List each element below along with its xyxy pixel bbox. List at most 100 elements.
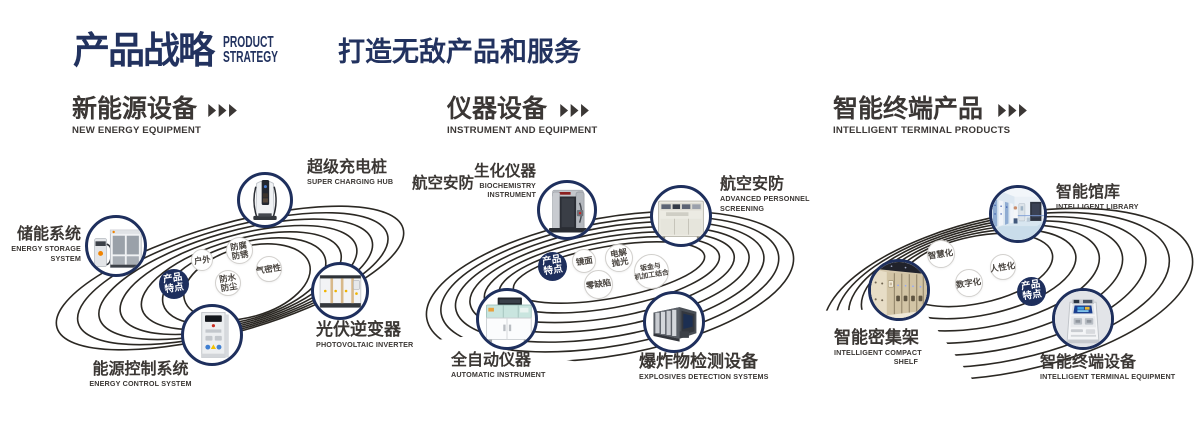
- section-subtitle-intelligent: INTELLIGENT TERMINAL PRODUCTS: [833, 125, 1011, 136]
- bubble-mirror[interactable]: 镜面: [572, 249, 596, 273]
- label-zh: 光伏逆变器: [316, 320, 401, 339]
- feature-line2: 特点: [164, 281, 186, 296]
- section-header-intelligent: 智能终端产品 INTELLIGENT TERMINAL PRODUCTS: [833, 97, 1028, 136]
- automatic-instrument-image: [486, 297, 532, 343]
- bubble-text: 数字化: [955, 275, 983, 290]
- terminal-equipment-image: [1055, 291, 1111, 347]
- page-subtitle: PRODUCT STRATEGY: [223, 34, 278, 66]
- section-subtitle-new-energy: NEW ENERGY EQUIPMENT: [72, 125, 202, 136]
- feature-line2: 特点: [542, 264, 564, 278]
- label-zh: 爆炸物检测设备: [639, 352, 758, 371]
- label-zh: 智能密集架: [834, 328, 919, 347]
- pv-inverter-image: [319, 274, 362, 308]
- label-en1: SUPER CHARGING HUB: [307, 177, 394, 187]
- super-charging-image: [253, 180, 277, 220]
- label-en1: INTELLIGENT LIBRARY: [1056, 203, 1139, 212]
- label-en1: ENERGY STORAGE: [11, 244, 81, 254]
- label-zh: 超级充电桩: [307, 159, 388, 176]
- label-energy-control: 能源控制系统 ENERGY CONTROL SYSTEM: [68, 361, 213, 389]
- label-zh: 储能系统: [16, 226, 81, 243]
- product-circle-explosives-detection[interactable]: [643, 291, 705, 353]
- label-automatic-instrument: 全自动仪器 AUTOMATIC INSTRUMENT: [451, 352, 546, 380]
- label-en1: ADVANCED PERSONNEL: [720, 194, 810, 204]
- bubble-text: 气密性: [255, 261, 283, 276]
- label-zh: 航空安防: [720, 176, 785, 193]
- label-en1: EXPLOSIVES DETECTION SYSTEMS: [639, 371, 769, 381]
- label-en2: SHELF: [893, 357, 918, 367]
- bubble-text: 零缺陷: [585, 277, 612, 291]
- product-circle-compact-shelf[interactable]: [868, 259, 930, 321]
- label-en1: PHOTOVOLTAIC INVERTER: [316, 339, 414, 349]
- product-circle-intelligent-library[interactable]: [989, 185, 1047, 243]
- feature-circle-new-energy[interactable]: 产品 特点: [159, 269, 189, 299]
- label-pv-inverter: 光伏逆变器 PHOTOVOLTAIC INVERTER: [316, 320, 413, 349]
- section-header-instrument: 仪器设备 INSTRUMENT AND EQUIPMENT: [447, 95, 597, 137]
- label-en2: SCREENING: [720, 204, 765, 214]
- page-slogan: 打造无敌产品和服务: [338, 37, 581, 67]
- intelligent-library-image: [992, 188, 1044, 240]
- product-circle-pv-inverter[interactable]: [311, 262, 369, 320]
- bubble-sheet-metal[interactable]: 钣金与 机加工结合: [633, 254, 670, 289]
- page-subtitle-line1: PRODUCT: [223, 34, 274, 51]
- label-aviation-security-left: 航空安防: [412, 175, 474, 193]
- security-gate-image: [549, 189, 587, 233]
- triple-arrow-icon: [560, 104, 590, 117]
- label-en1: INTELLIGENT TERMINAL EQUIPMENT: [1040, 372, 1176, 382]
- bubble-text: 智慧化: [927, 246, 955, 261]
- feature-text: 产品 特点: [1020, 279, 1043, 303]
- feature-text: 产品 特点: [541, 254, 564, 278]
- product-circle-energy-control[interactable]: [181, 304, 243, 366]
- section-title-instrument: 仪器设备: [447, 95, 548, 123]
- label-zh: 生化仪器: [473, 163, 536, 180]
- compact-shelf-image: [871, 262, 927, 318]
- section-title-new-energy: 新能源设备: [72, 95, 198, 123]
- bubble-anticorrosion[interactable]: 防腐 防锈: [226, 237, 253, 264]
- bubble-text-lines: 防腐 防锈: [230, 239, 250, 261]
- page-subtitle-line2: STRATEGY: [223, 48, 278, 66]
- bubble-waterproof[interactable]: 防水 防尘: [215, 270, 241, 296]
- feature-circle-instrument[interactable]: 产品 特点: [538, 252, 567, 281]
- bubble-line2: 防尘: [219, 280, 238, 294]
- bubble-line2: 抛光: [610, 255, 629, 269]
- label-explosives-detection: 爆炸物检测设备 EXPLOSIVES DETECTION SYSTEMS: [639, 352, 769, 381]
- bubble-zero-defect[interactable]: 零缺陷: [584, 270, 613, 299]
- feature-line2: 特点: [1021, 289, 1043, 303]
- explosives-detection-image: [653, 307, 697, 342]
- label-en1: ENERGY CONTROL SYSTEM: [89, 379, 192, 389]
- page-title: 产品战略: [73, 30, 215, 71]
- feature-text: 产品 特点: [163, 271, 186, 296]
- product-circle-energy-storage[interactable]: [85, 215, 147, 277]
- product-circle-automatic-instrument[interactable]: [476, 288, 538, 350]
- label-en2: INSTRUMENT: [487, 190, 536, 200]
- label-zh: 智能馆库: [1056, 184, 1121, 201]
- bubble-airtight[interactable]: 气密性: [256, 256, 282, 282]
- label-zh: 航空安防: [412, 175, 475, 192]
- feature-circle-intelligent[interactable]: 产品 特点: [1017, 277, 1046, 306]
- bubble-smart[interactable]: 智慧化: [927, 240, 955, 268]
- bubble-text: 镜面: [574, 254, 593, 267]
- label-personnel-screening: 航空安防 ADVANCED PERSONNEL SCREENING: [720, 176, 810, 214]
- bubble-text-lines: 防水 防尘: [218, 272, 238, 294]
- bubble-text-lines: 钣金与 机加工结合: [633, 261, 669, 281]
- triple-arrow-icon: [208, 104, 238, 117]
- personnel-screening-image: [658, 200, 704, 240]
- bubble-electropolish[interactable]: 电解 抛光: [605, 244, 633, 272]
- bubble-line2: 防锈: [231, 248, 250, 261]
- label-zh: 智能终端设备: [1040, 354, 1137, 371]
- bubble-outdoor[interactable]: 户外: [191, 249, 213, 271]
- triple-arrow-icon: [998, 104, 1028, 117]
- bubble-text: 人性化: [989, 259, 1017, 274]
- label-compact-shelf: 智能密集架 INTELLIGENT COMPACT SHELF: [834, 328, 922, 367]
- product-circle-super-charging[interactable]: [237, 172, 293, 228]
- section-title-intelligent: 智能终端产品: [833, 95, 984, 123]
- product-circle-security-gate[interactable]: [537, 180, 597, 240]
- bubble-text: 户外: [192, 253, 211, 266]
- bubble-digital[interactable]: 数字化: [955, 269, 983, 297]
- product-circle-terminal-equipment[interactable]: [1052, 288, 1114, 350]
- label-zh: 能源控制系统: [92, 361, 189, 378]
- product-circle-personnel-screening[interactable]: [650, 185, 712, 247]
- bubble-humanized[interactable]: 人性化: [990, 254, 1016, 280]
- label-energy-storage: 储能系统 ENERGY STORAGE SYSTEM: [8, 226, 81, 264]
- section-header-new-energy: 新能源设备 NEW ENERGY EQUIPMENT: [72, 97, 238, 136]
